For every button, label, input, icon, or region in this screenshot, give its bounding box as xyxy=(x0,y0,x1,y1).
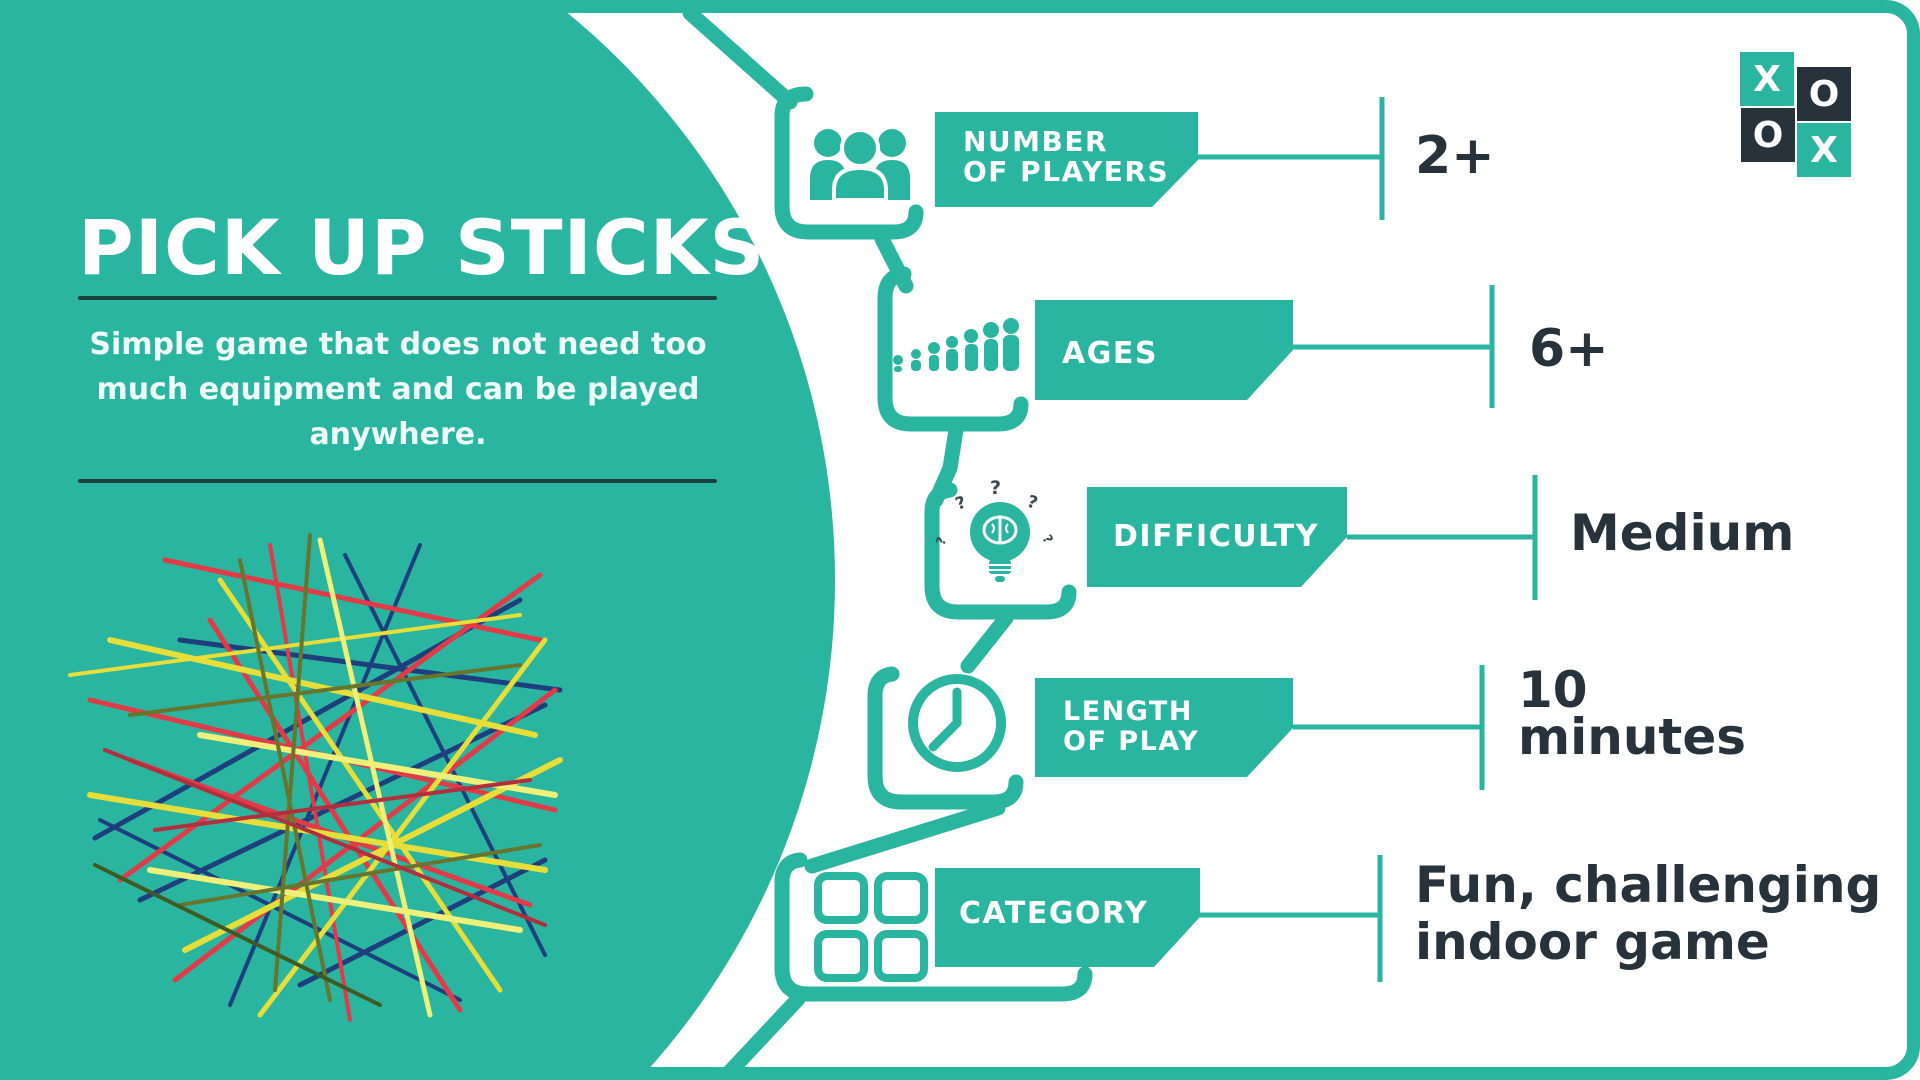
timeline-chain xyxy=(682,5,1093,1080)
value-ages: 6+ xyxy=(1529,319,1609,379)
description-line: much equipment and can be played xyxy=(96,372,700,407)
ages-icon xyxy=(893,318,1019,372)
svg-text:?: ? xyxy=(1024,492,1040,514)
banner-length-of-play xyxy=(1035,678,1293,777)
description-line: anywhere. xyxy=(309,417,487,452)
page-title: PICK UP STICKS xyxy=(78,203,766,292)
banner-category xyxy=(935,868,1200,967)
divider-top xyxy=(78,296,717,300)
players-icon xyxy=(810,128,910,202)
logo-cell-x: X xyxy=(1797,123,1851,177)
label-length-of-play: LENGTH OF PLAY xyxy=(1063,696,1200,757)
banner-number-of-players xyxy=(935,112,1198,207)
banner-difficulty xyxy=(1087,487,1347,587)
value-difficulty: Medium xyxy=(1570,504,1795,562)
label-banners xyxy=(935,112,1347,967)
value-number-of-players: 2+ xyxy=(1415,126,1495,186)
logo-cell-o: O xyxy=(1741,108,1795,162)
banner-ages xyxy=(1035,300,1293,400)
clock-icon xyxy=(908,674,1006,772)
label-difficulty: DIFFICULTY xyxy=(1113,519,1319,554)
difficulty-icon: ? ? ? ? ? xyxy=(934,477,1056,582)
label-category: CATEGORY xyxy=(959,896,1149,931)
logo-cell-x: X xyxy=(1740,52,1794,106)
svg-text:?: ? xyxy=(953,493,969,515)
description-line: Simple game that does not need too xyxy=(89,327,707,362)
game-description: Simple game that does not need too much … xyxy=(78,322,718,457)
divider-bottom xyxy=(78,479,717,483)
label-number-of-players: NUMBER OF PLAYERS xyxy=(963,125,1170,188)
logo-cell-o: O xyxy=(1797,67,1851,121)
value-length-of-play: 10 minutes xyxy=(1518,661,1747,766)
pick-up-sticks-image xyxy=(68,533,563,1022)
svg-text:?: ? xyxy=(1039,533,1056,547)
value-category: Fun, challenging indoor game xyxy=(1415,856,1882,971)
category-icon xyxy=(814,872,928,982)
label-ages: AGES xyxy=(1062,336,1158,371)
connector-lines xyxy=(1198,97,1538,982)
svg-text:?: ? xyxy=(990,477,1001,499)
